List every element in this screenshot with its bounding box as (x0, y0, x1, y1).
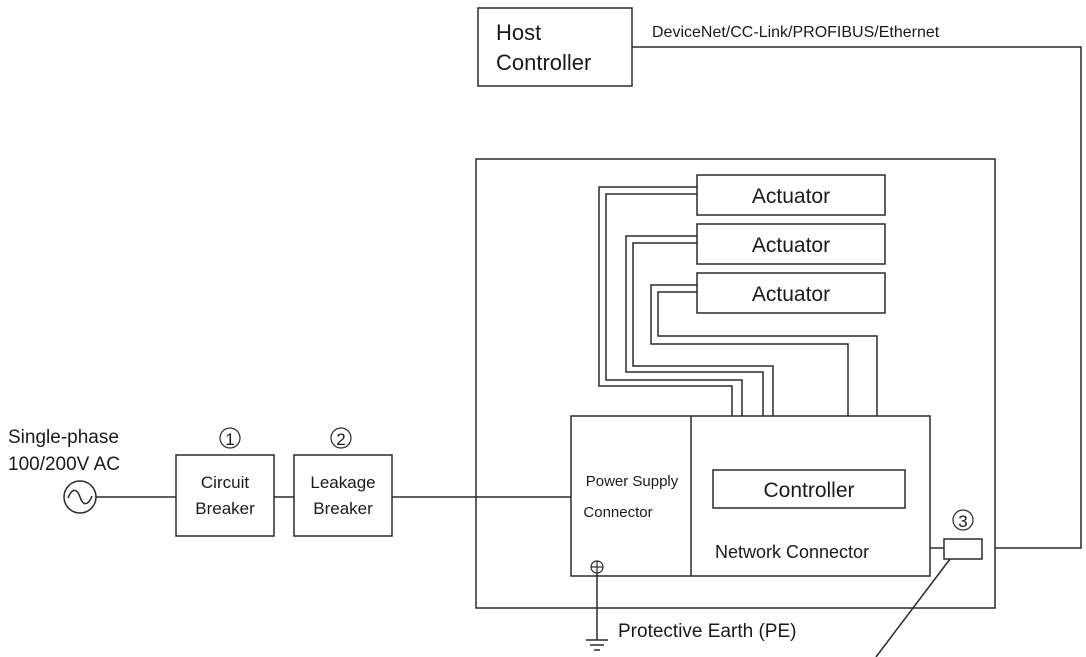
circuit-breaker-label-line2: Breaker (195, 499, 255, 518)
network-protocol-label: DeviceNet/CC-Link/PROFIBUS/Ethernet (652, 24, 940, 41)
host-controller-box (477, 7, 633, 87)
network-cable (632, 46, 1082, 549)
terminator-box (943, 538, 983, 560)
terminator-number: 3 (958, 512, 967, 531)
actuator-label-3: Actuator (752, 283, 830, 306)
leakage-breaker-number: 2 (336, 430, 345, 449)
actuator-3-cable-a (650, 284, 849, 416)
terminator-number-circle (952, 509, 974, 531)
leakage-breaker-number-circle (330, 427, 352, 449)
leakage-breaker-label-line2: Breaker (313, 499, 373, 518)
controller-box (712, 469, 906, 509)
controller-label: Controller (763, 479, 854, 502)
power-supply-connector-label-line2: Connector (583, 504, 652, 521)
actuator-label-2: Actuator (752, 234, 830, 257)
actuator-box-2 (696, 223, 886, 265)
circuit-breaker-number-circle (219, 427, 241, 449)
circuit-breaker-number: 1 (225, 430, 234, 449)
actuator-1-cable-a (598, 186, 733, 416)
actuator-3-cable-b (657, 291, 878, 416)
protective-earth-label: Protective Earth (PE) (618, 621, 796, 642)
leakage-breaker-box (293, 454, 393, 537)
actuator-label-1: Actuator (752, 185, 830, 208)
actuator-box-1 (696, 174, 886, 216)
power-source-label-line1: Single-phase (8, 427, 119, 448)
leakage-breaker-label-line1: Leakage (310, 473, 375, 492)
network-connector-label: Network Connector (715, 542, 869, 562)
sine-wave-icon (67, 489, 93, 505)
actuator-box-3 (696, 272, 886, 314)
power-supply-connector-label-line1: Power Supply (586, 473, 679, 490)
actuator-2-cable-a (625, 235, 764, 416)
host-controller-label-line1: Host (496, 20, 541, 45)
host-controller-label-line2: Controller (496, 50, 591, 75)
power-source-label-line2: 100/200V AC (8, 454, 120, 475)
actuator-1-cable-b (605, 193, 743, 416)
circuit-breaker-box (175, 454, 275, 537)
actuator-2-cable-b (632, 242, 774, 416)
circuit-breaker-label-line1: Circuit (201, 473, 249, 492)
terminator-leader-line (875, 558, 951, 657)
